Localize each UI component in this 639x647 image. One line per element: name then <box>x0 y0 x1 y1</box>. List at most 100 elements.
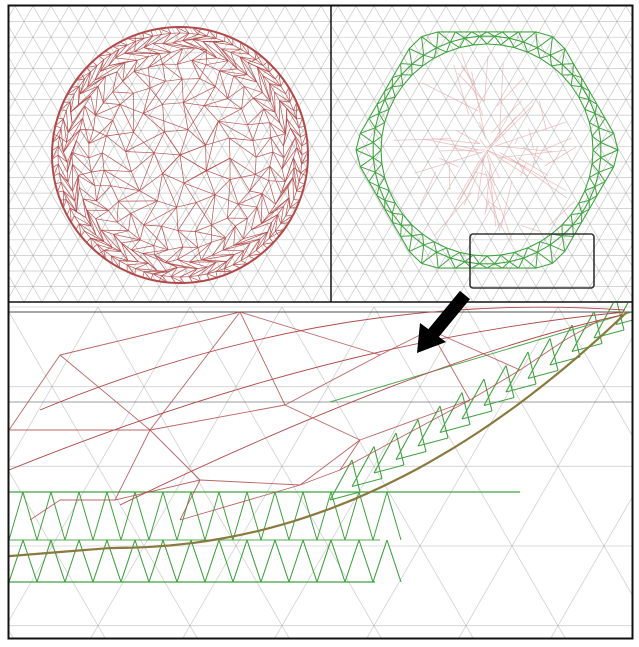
mesh-edge <box>550 325 572 365</box>
mesh-edge <box>163 155 181 174</box>
mesh-edge <box>579 87 582 97</box>
mesh-edge <box>163 79 183 104</box>
mesh-edge <box>206 170 215 194</box>
mesh-edge <box>550 55 551 66</box>
mesh-edge <box>115 430 150 500</box>
mesh-edge <box>401 236 410 251</box>
mesh-edge <box>206 145 207 170</box>
mesh-edge <box>115 480 200 500</box>
mesh-edge <box>177 207 178 230</box>
mesh-edge <box>430 330 520 370</box>
mesh-edge <box>490 174 496 226</box>
mesh-edge <box>423 234 435 242</box>
mesh-edge <box>183 79 199 103</box>
mesh-edge <box>177 492 191 540</box>
mesh-edge <box>276 193 282 204</box>
mesh-edge <box>144 225 162 226</box>
mesh-edge <box>204 106 241 109</box>
mesh-edge <box>437 32 439 48</box>
arrow-down-left-icon <box>417 295 465 353</box>
mesh-edge <box>501 181 512 228</box>
mesh-edge <box>120 93 133 104</box>
mesh-edge <box>403 215 412 226</box>
mesh-edge <box>76 141 89 158</box>
grid-line <box>59 6 230 302</box>
mesh-edge <box>163 33 171 43</box>
mesh-edge <box>235 218 247 226</box>
grid-line <box>312 6 483 302</box>
mesh-edge <box>401 64 412 75</box>
mesh-edge <box>294 191 297 200</box>
mesh-edge <box>528 339 550 379</box>
grid-line <box>0 307 98 638</box>
mesh-edge <box>592 136 593 150</box>
mesh-edge <box>102 136 106 153</box>
mesh-edge <box>340 400 470 470</box>
mesh-edge <box>140 225 144 240</box>
mesh-edge <box>392 213 403 214</box>
mesh-edge <box>449 163 450 190</box>
mesh-edge <box>571 213 582 214</box>
mesh-edge <box>85 231 91 238</box>
mesh-edge <box>117 201 119 222</box>
mesh-edge <box>188 106 204 130</box>
mesh-edge <box>154 153 180 155</box>
mesh-edge <box>158 201 177 207</box>
grid-line <box>311 6 482 302</box>
mesh-edge <box>409 236 412 252</box>
mesh-edge <box>162 276 171 277</box>
grid-line <box>275 6 446 302</box>
mesh-edge <box>163 492 177 540</box>
mesh-edge <box>544 138 572 150</box>
mesh-edge <box>91 170 104 172</box>
mesh-edge <box>200 65 206 79</box>
grid-line <box>375 6 546 302</box>
mesh-edge <box>536 32 553 37</box>
mesh-edge <box>571 86 579 98</box>
mesh-edge <box>356 150 373 158</box>
mesh-edge <box>68 182 73 191</box>
background-triangle-grid <box>0 6 639 302</box>
mesh-edge <box>387 492 401 540</box>
mesh-edge <box>188 130 206 146</box>
mesh-edge <box>300 470 340 485</box>
mesh-edge <box>131 172 139 191</box>
mesh-edge <box>163 64 166 81</box>
mesh-edge <box>51 492 65 540</box>
mesh-edge <box>206 170 230 179</box>
mesh-edge <box>257 207 262 223</box>
mesh-edge <box>196 195 215 203</box>
grid-line <box>293 6 464 302</box>
mesh-edge <box>177 260 189 262</box>
mesh-edge <box>129 213 131 231</box>
mesh-edge <box>206 65 219 71</box>
mesh-edge <box>283 146 284 158</box>
mesh-edge <box>234 232 268 245</box>
mesh-edge <box>473 44 487 45</box>
mesh-edge <box>528 48 538 52</box>
mesh-edge <box>589 177 595 186</box>
mesh-edge <box>230 158 250 191</box>
mesh-edge <box>285 355 380 405</box>
mesh-edge <box>317 492 331 540</box>
grid-line <box>294 6 465 302</box>
grid-line <box>0 307 6 638</box>
grid-line <box>0 6 14 302</box>
mesh-edge <box>462 379 484 419</box>
mesh-edge <box>180 130 188 155</box>
mesh-edge <box>593 150 601 158</box>
mesh-edge <box>401 64 402 75</box>
mesh-edge <box>495 264 503 268</box>
mesh-edge <box>540 55 550 58</box>
mesh-edge <box>550 37 552 56</box>
mesh-edge <box>599 172 605 181</box>
mesh-edge <box>487 150 528 176</box>
mesh-edge <box>457 161 479 201</box>
mesh-edge <box>233 45 241 49</box>
mesh-edge <box>573 64 574 75</box>
mesh-edge <box>470 370 520 400</box>
grid-line <box>320 6 491 302</box>
grid-line <box>0 307 105 638</box>
mesh-edge <box>200 79 216 87</box>
mesh-edge <box>434 242 446 248</box>
